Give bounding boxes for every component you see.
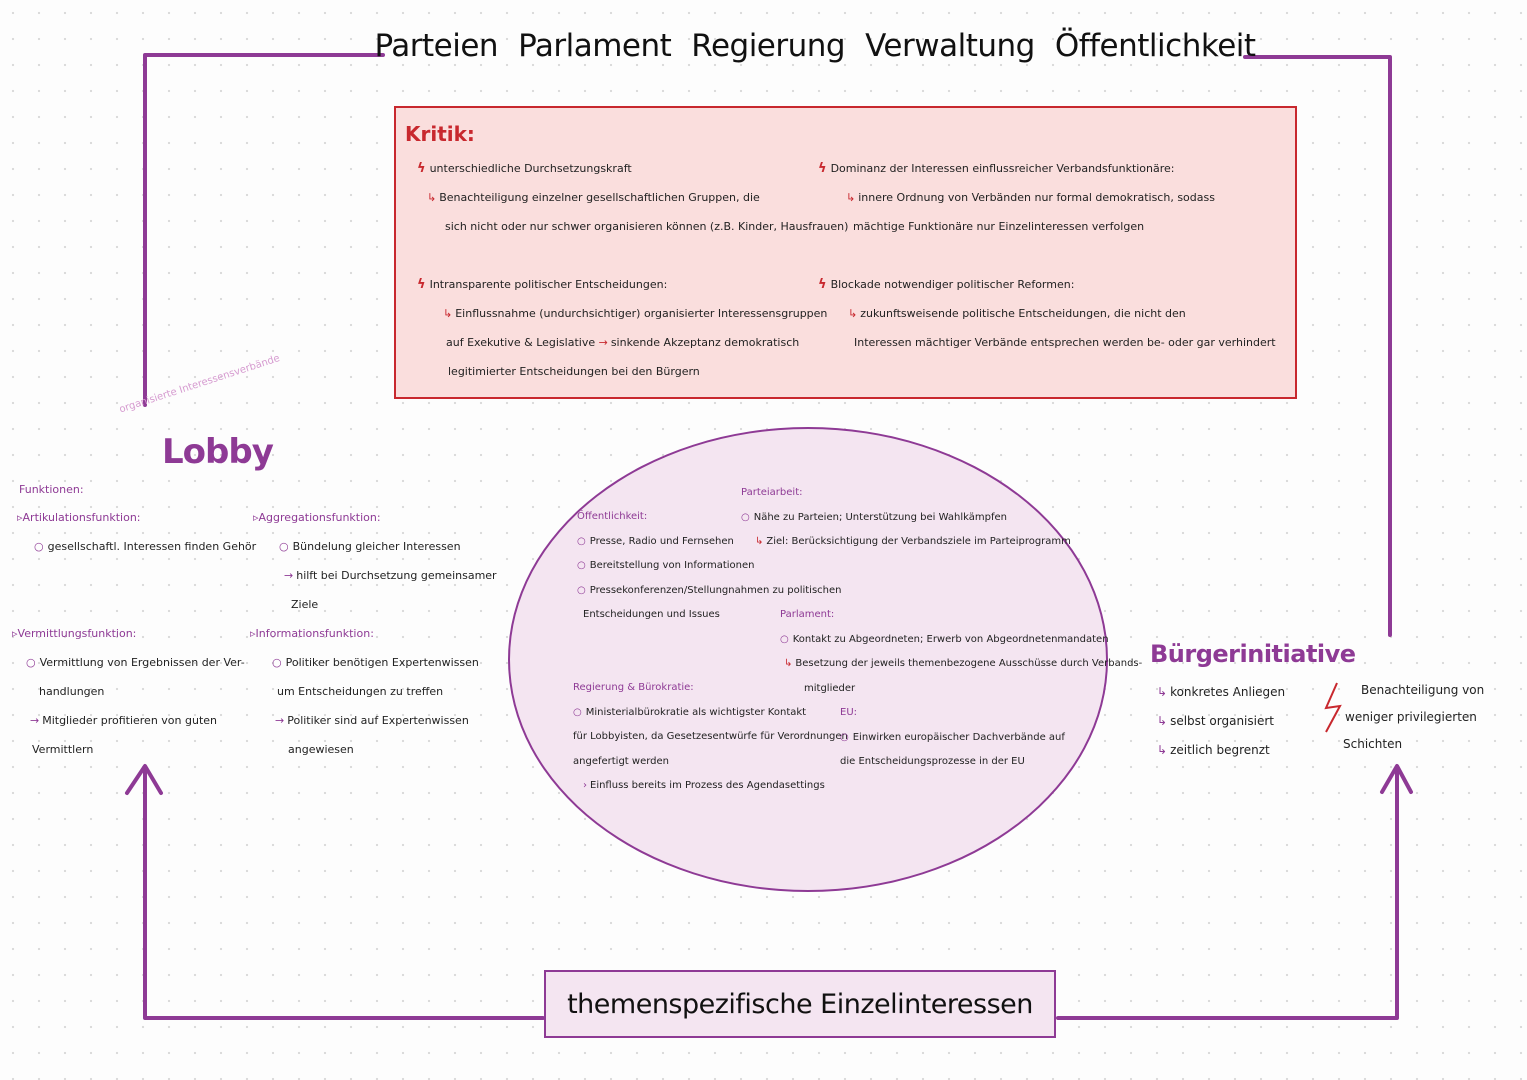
bottom-box-label: themenspezifische Einzelinteressen [567, 988, 1033, 1020]
circle-bullet-icon: ○ [26, 656, 36, 669]
information-block: ▹Informationsfunktion: ○Politiker benöti… [250, 627, 479, 756]
triangle-arrow-icon: ▹ [250, 627, 256, 640]
arrow-icon: ↳ [846, 191, 856, 204]
regierung-block: Regierung & Bürokratie: ○Ministerialbüro… [573, 676, 848, 799]
buergerinitiative-title: Bürgerinitiative [1150, 640, 1356, 668]
functions-label: Funktionen: [19, 483, 84, 496]
arrow-icon: ↳ [1157, 685, 1168, 699]
bolt-icon: ϟ [417, 161, 426, 176]
triangle-arrow-icon: ▹ [12, 627, 18, 640]
header-item-regierung: Regierung [691, 28, 846, 64]
header-item-oeffentlichkeit: Öffentlichkeit [1054, 28, 1256, 64]
bolt-icon: ϟ [818, 161, 827, 176]
right-arrowhead [1380, 764, 1413, 794]
artikulation-heading: Artikulationsfunktion: [22, 511, 141, 524]
arrow-icon: ↳ [848, 307, 858, 320]
parteiarbeit-heading: Parteiarbeit: [741, 487, 803, 498]
artikulation-block: ▹Artikulationsfunktion: ○gesellschaftl. … [17, 511, 257, 553]
regierung-heading: Regierung & Bürokratie: [573, 682, 694, 693]
aggregation-block: ▹Aggregationsfunktion: ○Bündelung gleich… [253, 511, 497, 611]
buergerinitiative-critique: Benachteiligung von weniger privilegiert… [1343, 683, 1485, 751]
header-item-parteien: Parteien [374, 28, 499, 64]
bottom-left-connector [143, 766, 545, 1020]
parteiarbeit-block: Parteiarbeit: ○Nähe zu Parteien; Unterst… [741, 481, 1071, 555]
circle-bullet-icon: ○ [577, 535, 586, 547]
left-arrowhead [125, 764, 163, 795]
circle-bullet-icon: ○ [272, 656, 282, 669]
buergerinitiative-list: ↳konkretes Anliegen ↳selbst organisiert … [1157, 678, 1285, 765]
themenspezifische-einzelinteressen-box: themenspezifische Einzelinteressen [544, 970, 1056, 1038]
bottom-right-connector [1056, 766, 1399, 1020]
lobbying-channels-oval [508, 427, 1108, 892]
kritik-box [394, 106, 1297, 399]
arrow-icon: ↳ [1157, 743, 1168, 757]
vermittlung-block: ▹Vermittlungsfunktion: ○Vermittlung von … [12, 627, 245, 756]
header-actors: Parteien Parlament Regierung Verwaltung … [374, 22, 1256, 70]
circle-bullet-icon: ○ [279, 540, 289, 553]
kritik-detail: ↳Benachteiligung einzelner gesellschaftl… [427, 191, 760, 204]
warning-bolt-icon [1324, 682, 1342, 733]
kritik-detail: legitimierter Entscheidungen bei den Bür… [448, 365, 700, 378]
bolt-icon: ϟ [417, 277, 426, 292]
chevron-right-icon: › [583, 780, 587, 791]
header-item-parlament: Parlament [518, 28, 672, 64]
header-item-verwaltung: Verwaltung [865, 28, 1035, 64]
arrow-right-icon: → [284, 569, 294, 582]
list-item: ↳zeitlich begrenzt [1157, 743, 1270, 757]
kritik-detail: auf Exekutive & Legislative →sinkende Ak… [446, 336, 800, 349]
oeffentlichkeit-heading: Öffentlichkeit: [577, 511, 648, 522]
lobby-title: Lobby [162, 432, 274, 472]
kritik-detail: mächtige Funktionäre nur Einzelinteresse… [853, 220, 1145, 233]
aggregation-heading: Aggregationsfunktion: [258, 511, 381, 524]
kritik-detail: sich nicht oder nur schwer organisieren … [445, 220, 849, 233]
kritik-detail: ↳innere Ordnung von Verbänden nur formal… [846, 191, 1215, 204]
circle-bullet-icon: ○ [780, 633, 789, 645]
eu-heading: EU: [840, 707, 858, 718]
kritik-detail: ↳zukunftsweisende politische Entscheidun… [848, 307, 1186, 320]
list-item: ↳konkretes Anliegen [1157, 685, 1286, 699]
kritik-detail: Interessen mächtiger Verbände entspreche… [854, 336, 1276, 349]
arrow-icon: ↳ [427, 191, 437, 204]
kritik-detail: ↳Einflussnahme (undurchsichtiger) organi… [443, 307, 828, 320]
arrow-icon: ↳ [1157, 714, 1168, 728]
circle-bullet-icon: ○ [840, 731, 849, 743]
triangle-arrow-icon: ▹ [17, 511, 23, 524]
arrow-right-icon: → [598, 336, 608, 349]
kritik-title: Kritik: [405, 122, 475, 146]
parlament-block: Parlament: ○Kontakt zu Abgeordneten; Erw… [780, 603, 1142, 701]
parlament-heading: Parlament: [780, 609, 835, 620]
arrow-right-icon: → [30, 714, 40, 727]
vermittlung-heading: Vermittlungsfunktion: [17, 627, 137, 640]
arrow-icon: ↳ [755, 536, 764, 547]
circle-bullet-icon: ○ [577, 584, 586, 596]
circle-bullet-icon: ○ [741, 511, 750, 523]
arrow-icon: ↳ [443, 307, 453, 320]
eu-block: EU: ○Einwirken europäischer Dachverbände… [840, 701, 1065, 775]
circle-bullet-icon: ○ [573, 706, 582, 718]
bolt-icon: ϟ [818, 277, 827, 292]
triangle-arrow-icon: ▹ [253, 511, 259, 524]
top-right-connector [1243, 55, 1392, 637]
arrow-icon: ↳ [784, 658, 793, 669]
list-item: ↳selbst organisiert [1157, 714, 1275, 728]
oeffentlichkeit-block: Öffentlichkeit: ○Presse, Radio und Ferns… [577, 505, 842, 628]
circle-bullet-icon: ○ [34, 540, 44, 553]
circle-bullet-icon: ○ [577, 560, 586, 571]
top-left-connector [143, 53, 385, 407]
arrow-right-icon: → [275, 714, 285, 727]
information-heading: Informationsfunktion: [255, 627, 374, 640]
